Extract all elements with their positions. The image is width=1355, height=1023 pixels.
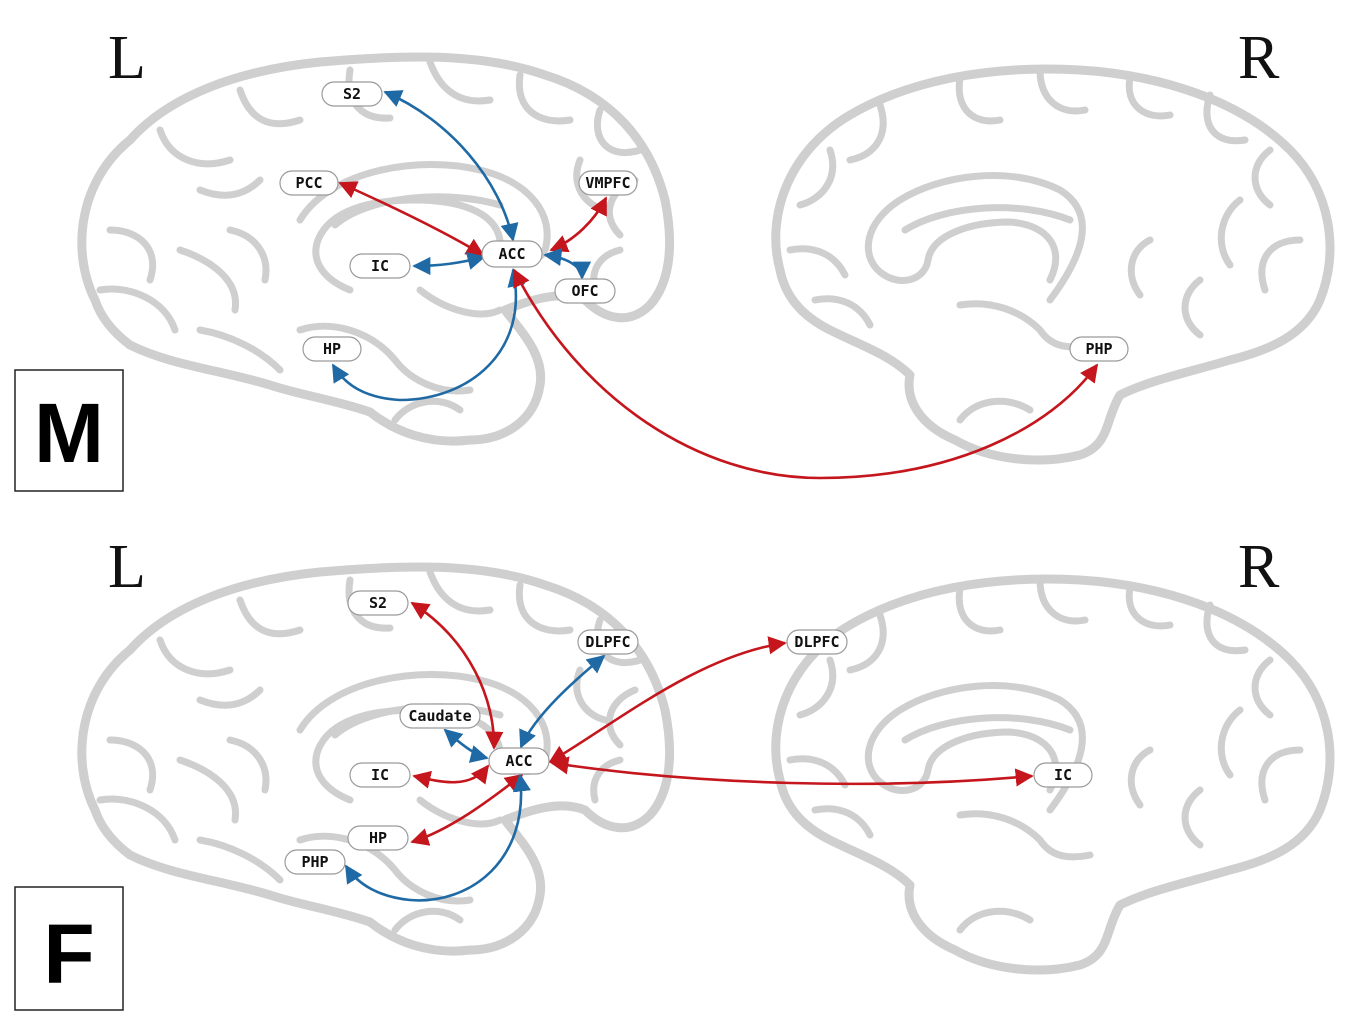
panel-letter-box: M <box>14 369 124 492</box>
node-ic: IC <box>349 253 411 279</box>
connection-caudate-acc <box>443 728 489 763</box>
node-php-label: PHP <box>301 853 328 871</box>
panel-f: L R F S2 DLPFC DLPFC C <box>14 533 1330 1011</box>
node-dlpfc-left: DLPFC <box>577 629 639 655</box>
node-php: PHP <box>284 849 346 875</box>
node-caudate: Caudate <box>399 703 481 729</box>
node-ic-left: IC <box>349 762 411 788</box>
connection-acc-ic-left <box>412 764 490 789</box>
connection-dlpfc-acc <box>519 654 606 749</box>
node-acc: ACC <box>481 240 543 268</box>
node-acc: ACC <box>488 747 550 775</box>
node-hp: HP <box>302 336 362 362</box>
node-s2-label: S2 <box>343 85 361 103</box>
node-s2: S2 <box>321 81 383 107</box>
node-ic-label: IC <box>371 257 389 275</box>
connection-acc-hp <box>331 268 526 402</box>
node-s2: S2 <box>347 590 409 616</box>
node-php-right-label: PHP <box>1085 340 1112 358</box>
connection-pcc-acc <box>338 181 485 257</box>
right-hemisphere-label: R <box>1238 24 1280 92</box>
connection-s2-acc <box>410 601 504 750</box>
node-acc-label: ACC <box>498 245 525 263</box>
node-ic-right-label: IC <box>1054 766 1072 784</box>
connection-acc-vmpfc <box>549 196 608 253</box>
panel-letter: F <box>43 907 94 1001</box>
connection-s2-acc <box>383 90 519 242</box>
node-hp-label: HP <box>323 340 341 358</box>
node-vmpfc: VMPFC <box>578 170 638 196</box>
node-caudate-label: Caudate <box>408 707 471 725</box>
panel-m: L R M S2 PCC VMPFC ACC <box>14 24 1330 492</box>
node-dlpfc-left-label: DLPFC <box>585 633 630 651</box>
connection-acc-php <box>344 773 531 902</box>
node-vmpfc-label: VMPFC <box>585 174 630 192</box>
node-hp-label: HP <box>369 829 387 847</box>
node-dlpfc-right: DLPFC <box>786 629 848 655</box>
connection-acc-ic-right <box>550 756 1034 787</box>
connection-acc-ic <box>412 252 486 276</box>
right-hemisphere-label: R <box>1238 533 1280 601</box>
connection-acc-dlpfc-right <box>548 636 787 764</box>
panel-letter: M <box>34 386 104 480</box>
node-hp: HP <box>347 825 409 851</box>
left-hemisphere-brain <box>82 57 670 441</box>
right-hemisphere-brain <box>776 69 1330 460</box>
node-acc-label: ACC <box>505 752 532 770</box>
node-ofc-label: OFC <box>571 282 598 300</box>
node-dlpfc-right-label: DLPFC <box>794 633 839 651</box>
node-ic-left-label: IC <box>371 766 389 784</box>
node-pcc: PCC <box>279 170 339 196</box>
node-s2-label: S2 <box>369 594 387 612</box>
node-pcc-label: PCC <box>295 174 322 192</box>
left-hemisphere-label: L <box>108 533 146 601</box>
connection-acc-ofc <box>543 247 592 280</box>
node-ic-right: IC <box>1033 762 1093 788</box>
left-hemisphere-brain <box>82 567 670 951</box>
node-ofc: OFC <box>554 278 616 304</box>
node-php-right: PHP <box>1069 336 1129 362</box>
left-hemisphere-label: L <box>108 24 146 92</box>
connection-acc-php-right <box>512 268 1099 480</box>
panel-letter-box: F <box>14 886 124 1011</box>
